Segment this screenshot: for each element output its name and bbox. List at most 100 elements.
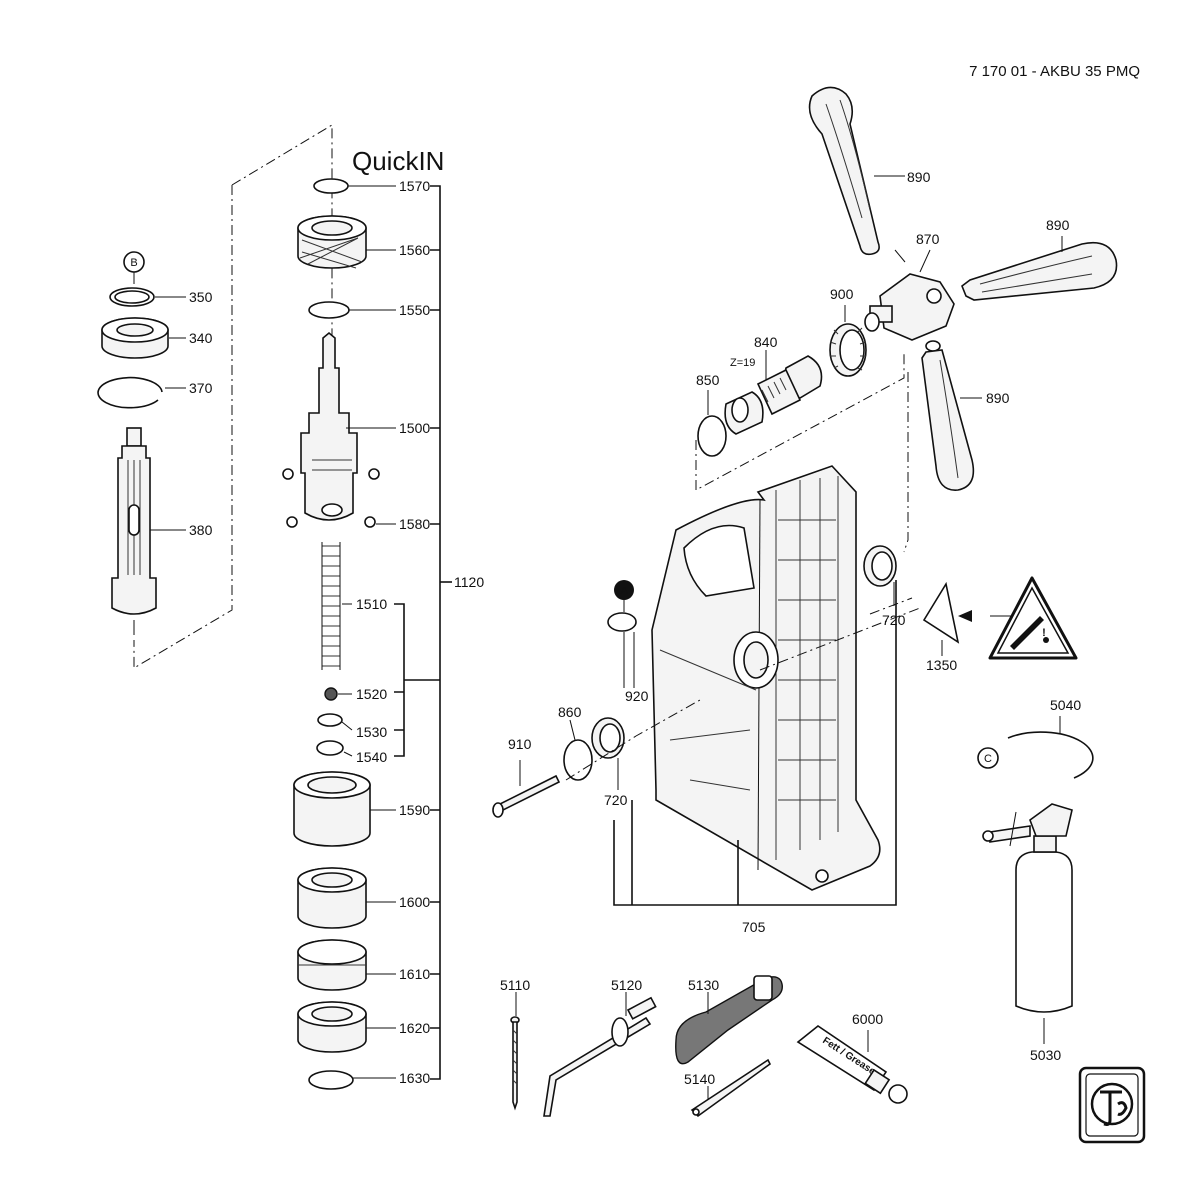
label-1620: 1620 [399, 1020, 430, 1036]
part-1500-tool-holder [282, 331, 396, 528]
label-350: 350 [189, 289, 213, 305]
label-5030: 5030 [1030, 1047, 1061, 1063]
part-720-bushing-right [863, 545, 897, 606]
label-370: 370 [189, 380, 213, 396]
label-850: 850 [696, 372, 720, 388]
callout-a: A [614, 580, 634, 612]
label-1550: 1550 [399, 302, 430, 318]
part-850-clutch [697, 390, 764, 457]
part-350-retaining-ring [109, 287, 186, 307]
part-1530-washer [317, 713, 353, 731]
label-5120: 5120 [611, 977, 642, 993]
part-1570-ring [313, 178, 396, 194]
label-1570: 1570 [399, 178, 430, 194]
label-1500: 1500 [399, 420, 430, 436]
label-870: 870 [916, 231, 940, 247]
part-1520-ball [324, 687, 352, 701]
part-890-handle-right [961, 236, 1118, 301]
model-title: 7 170 01 - AKBU 35 PMQ [969, 63, 1140, 80]
part-860-retaining-ring [563, 719, 593, 781]
svg-text:B: B [130, 257, 137, 269]
quickin-title: QuickIN [352, 146, 444, 176]
bracket-1120 [430, 185, 441, 1080]
label-1590: 1590 [399, 802, 430, 818]
part-5110-pin [510, 992, 520, 1111]
part-1350-warning-label [922, 581, 1014, 656]
part-890-handle-lower [921, 340, 982, 491]
label-1610: 1610 [399, 966, 430, 982]
bracket-spring-set [394, 603, 440, 757]
accessories-group: C [500, 697, 1094, 1118]
part-890-handle-top [808, 86, 906, 263]
label-720-right: 720 [882, 612, 906, 628]
label-705: 705 [742, 919, 766, 935]
label-1530: 1530 [356, 724, 387, 740]
part-920-oring [607, 612, 637, 688]
label-910: 910 [508, 736, 532, 752]
label-840: 840 [754, 334, 778, 350]
label-5130: 5130 [688, 977, 719, 993]
label-1560: 1560 [399, 242, 430, 258]
part-1550-ring [308, 301, 396, 319]
svg-text:!: ! [1042, 627, 1046, 639]
assembly-axis-left [133, 124, 333, 669]
label-6000: 6000 [852, 1011, 883, 1027]
callout-b: B [123, 251, 145, 284]
label-1540: 1540 [356, 749, 387, 765]
part-720-bushing-left [591, 717, 625, 790]
part-380-spindle [111, 427, 186, 635]
part-6000-grease-tube: Fett / Grease [796, 1025, 908, 1104]
part-5130-strap [675, 975, 783, 1065]
part-910-bolt [492, 760, 561, 818]
label-1350: 1350 [926, 657, 957, 673]
label-5140: 5140 [684, 1071, 715, 1087]
part-840-pinion [756, 350, 823, 416]
label-1630: 1630 [399, 1070, 430, 1086]
part-1510-spring [321, 542, 352, 670]
label-890-lower: 890 [986, 390, 1010, 406]
part-1540-clip [316, 740, 353, 757]
part-1560-knurled-nut [297, 215, 396, 269]
part-1610-ring [297, 939, 396, 991]
label-890-top: 890 [907, 169, 931, 185]
part-900-ring-gear [829, 305, 867, 377]
assembly-axis-hub [695, 352, 909, 553]
part-340-bearing [101, 317, 186, 359]
label-380: 380 [189, 522, 213, 538]
part-870-hub [864, 249, 955, 341]
label-920: 920 [625, 688, 649, 704]
label-5040: 5040 [1050, 697, 1081, 713]
housing-group: ! A 920 860 720 720 [492, 465, 1078, 935]
part-705-column-housing [651, 465, 881, 891]
label-1600: 1600 [399, 894, 430, 910]
part-1620-ring [297, 1001, 396, 1053]
part-1590-sleeve [293, 771, 396, 847]
label-900: 900 [830, 286, 854, 302]
part-5040-ring [1007, 716, 1094, 779]
bracket-705 [613, 580, 897, 906]
label-5110: 5110 [500, 977, 530, 993]
warning-triangle-icon: ! [988, 576, 1078, 660]
label-1580: 1580 [399, 516, 430, 532]
callout-c: C [977, 747, 999, 769]
part-5120-ejector-tool [543, 992, 657, 1117]
label-1510: 1510 [356, 596, 387, 612]
svg-text:C: C [984, 753, 992, 765]
label-720-left: 720 [604, 792, 628, 808]
svg-text:A: A [620, 585, 628, 597]
spindle-group: B 350 340 370 [97, 251, 213, 635]
part-1600-sleeve [297, 867, 396, 929]
handle-group: Z=19 890 890 890 870 900 840 850 [695, 86, 1118, 553]
label-340: 340 [189, 330, 213, 346]
fein-logo-icon [1078, 1066, 1146, 1144]
part-5030-spray-bottle [982, 803, 1073, 1044]
label-890-right: 890 [1046, 217, 1070, 233]
part-5140-wedge [690, 1058, 772, 1118]
quickin-group: 1570 1560 1550 1500 1580 1510 1520 1530 … [282, 178, 484, 1090]
part-1630-circlip [308, 1070, 396, 1090]
gear-tooth-note: Z=19 [730, 357, 755, 369]
label-860: 860 [558, 704, 582, 720]
assembly-axis-housing [565, 597, 921, 781]
